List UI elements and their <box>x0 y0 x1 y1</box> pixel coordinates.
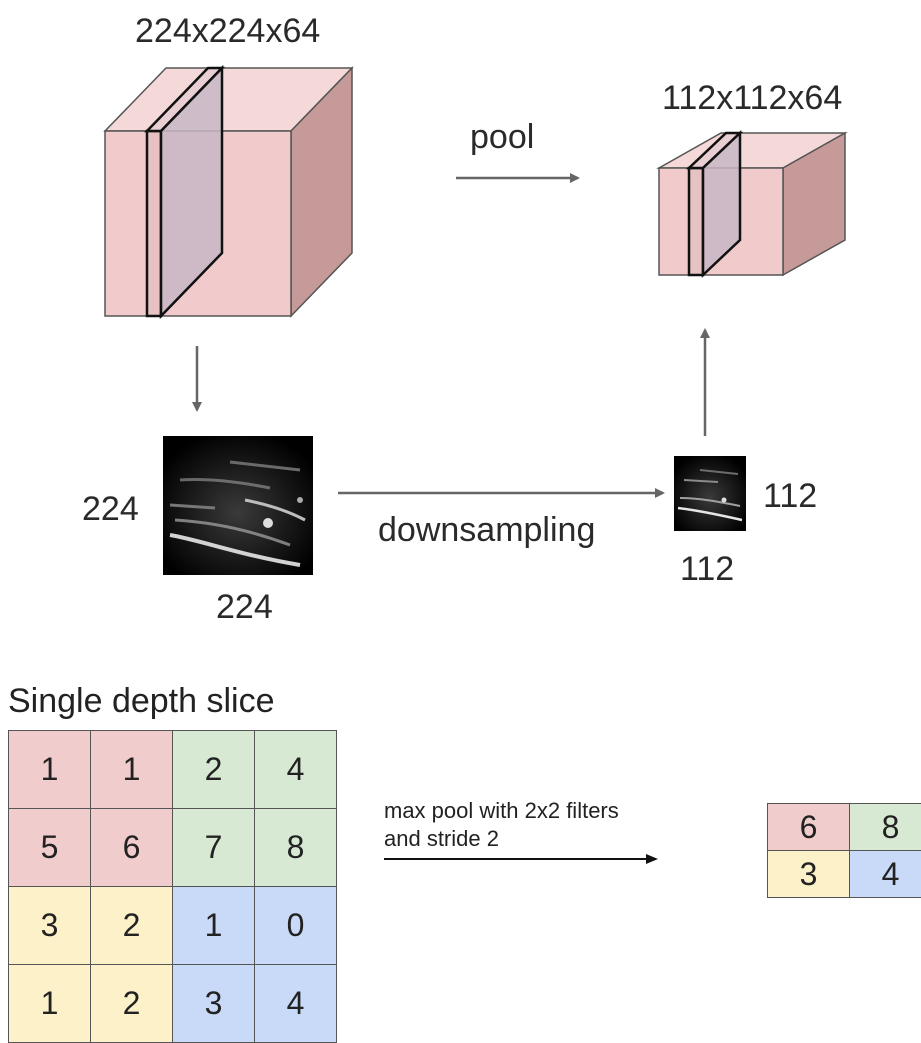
pool-label: pool <box>470 118 535 156</box>
input-grid-cell-r2c4: 8 <box>255 809 337 887</box>
input-grid-cell-r2c1: 5 <box>9 809 91 887</box>
output-volume-label: 112x112x64 <box>662 79 843 117</box>
output-grid-cell-r1c1: 6 <box>768 804 850 851</box>
output-grid-cell-r2c2: 4 <box>850 851 921 898</box>
input-grid-cell-r3c3: 1 <box>173 887 255 965</box>
output-slice-side <box>701 130 742 278</box>
input-slice-side <box>159 64 224 320</box>
downsampling-label: downsampling <box>378 511 596 549</box>
input-slice-front <box>145 129 163 318</box>
input-grid-cell-r3c1: 3 <box>9 887 91 965</box>
operation-description-line2: and stride 2 <box>384 826 499 851</box>
input-slice-height-label: 224 <box>82 490 139 528</box>
output-feature-map <box>674 456 746 531</box>
input-grid-cell-r4c3: 3 <box>173 965 255 1043</box>
input-grid-cell-r1c1: 1 <box>9 731 91 809</box>
input-grid-cell-r3c4: 0 <box>255 887 337 965</box>
output-volume-cube <box>656 130 848 278</box>
input-slice-width-label: 224 <box>216 588 273 626</box>
input-grid-cell-r3c2: 2 <box>91 887 173 965</box>
input-grid-cell-r4c1: 1 <box>9 965 91 1043</box>
input-grid-cell-r4c2: 2 <box>91 965 173 1043</box>
output-slice-front <box>687 166 705 277</box>
input-volume-label: 224x224x64 <box>135 12 321 50</box>
output-slice-width-label: 112 <box>680 550 735 588</box>
output-slice-height-label: 112 <box>763 477 818 515</box>
input-volume-cube <box>103 64 354 320</box>
output-grid-cell-r2c1: 3 <box>768 851 850 898</box>
input-grid-cell-r1c2: 1 <box>91 731 173 809</box>
input-feature-map <box>163 436 313 575</box>
single-depth-slice-title: Single depth slice <box>8 682 275 720</box>
input-grid-cell-r2c2: 6 <box>91 809 173 887</box>
input-grid-cell-r1c4: 4 <box>255 731 337 809</box>
input-grid-cell-r4c4: 4 <box>255 965 337 1043</box>
input-grid-cell-r2c3: 7 <box>173 809 255 887</box>
operation-description-line1: max pool with 2x2 filters <box>384 798 619 823</box>
input-grid-cell-r1c3: 2 <box>173 731 255 809</box>
output-grid-cell-r1c2: 8 <box>850 804 921 851</box>
